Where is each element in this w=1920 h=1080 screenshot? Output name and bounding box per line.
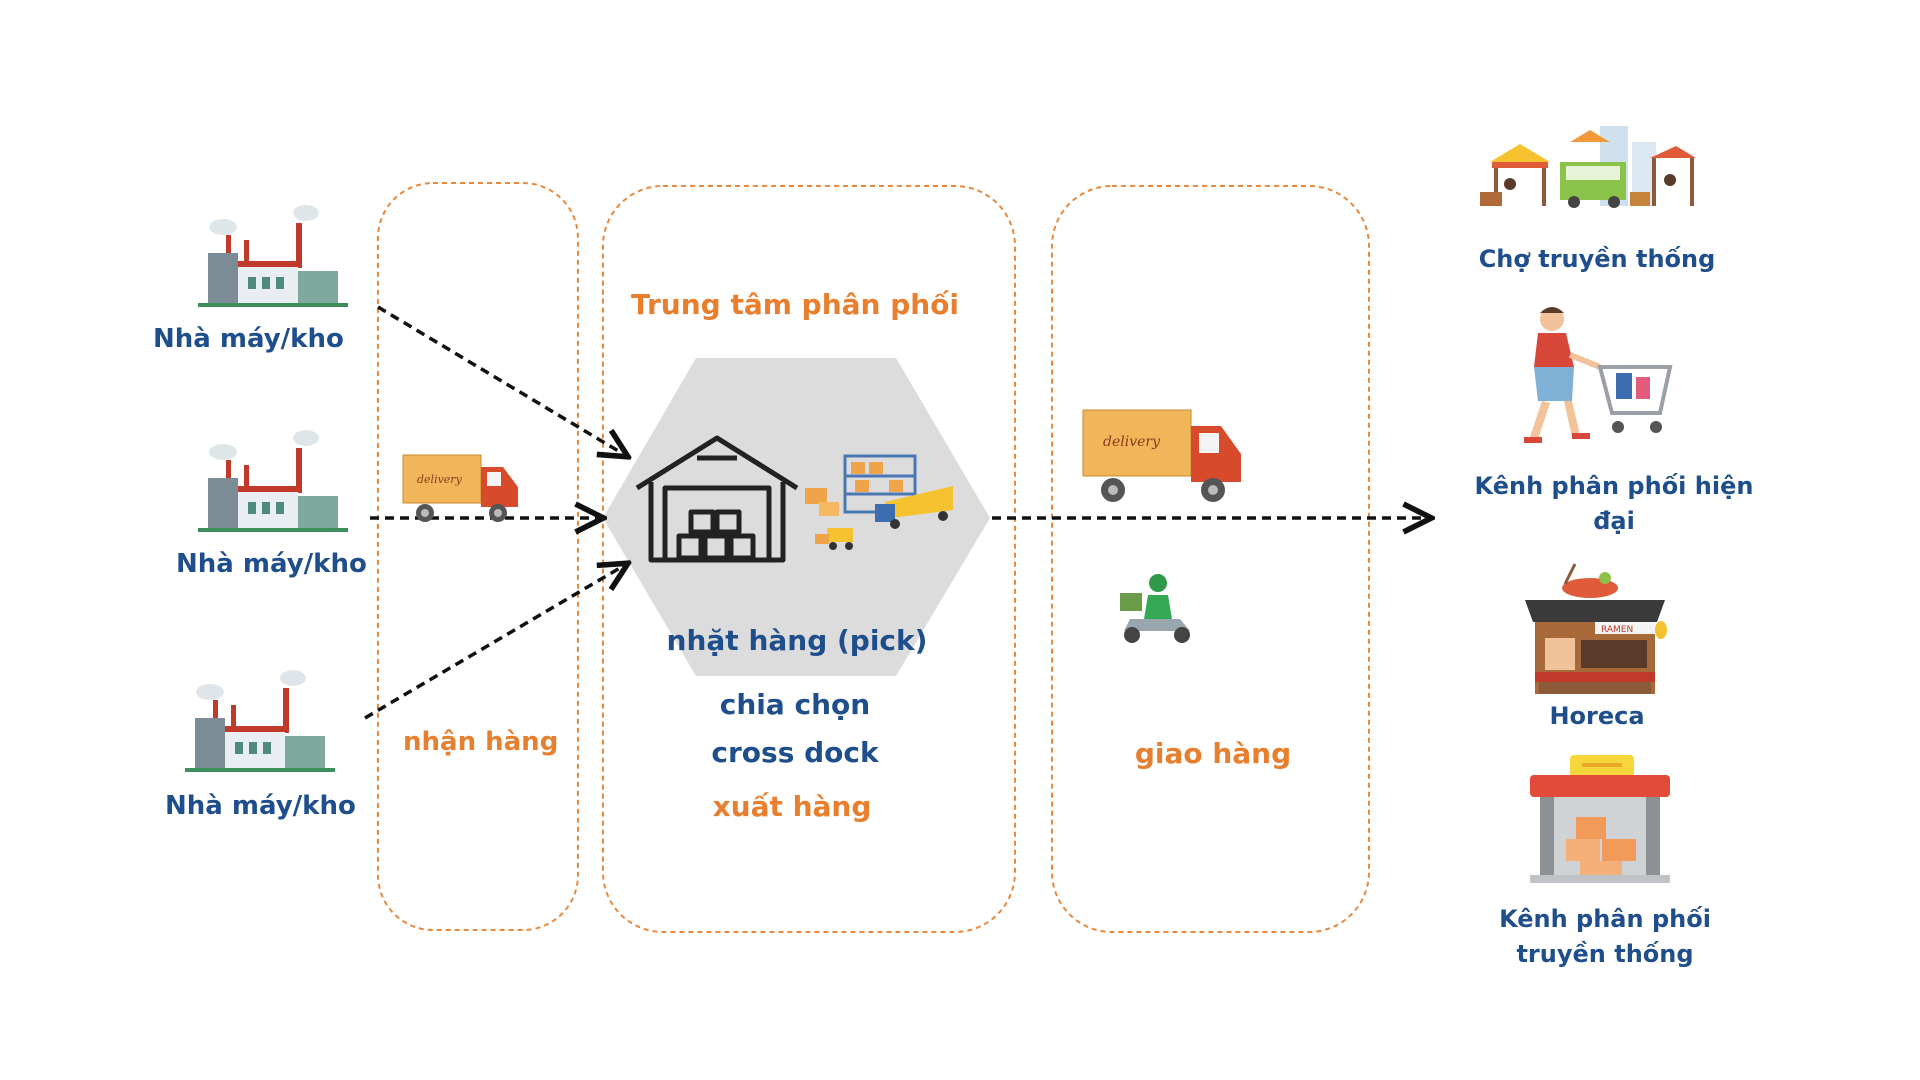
delivery-truck-icon: delivery	[402, 454, 518, 522]
step-pick: nhặt hàng (pick)	[666, 624, 928, 657]
receiving-label: nhận hàng	[403, 727, 559, 757]
delivery-label: giao hàng	[1134, 737, 1292, 770]
distribution-center-box	[602, 185, 1016, 933]
delivery-box	[1051, 185, 1370, 933]
market-stalls-icon	[1480, 126, 1696, 208]
step-dispatch: xuất hàng	[712, 790, 872, 823]
forklift-shelves-icon	[805, 454, 953, 550]
arrow-source1-to-center	[377, 305, 625, 455]
destination-label: Chợ truyền thống	[1478, 245, 1716, 273]
factory-icon	[198, 205, 348, 307]
motorbike-courier-icon	[1120, 574, 1190, 643]
arrow-source3-to-center	[364, 565, 625, 720]
destination-label: truyền thống	[1516, 940, 1694, 968]
destination-label: Kênh phân phối hiện	[1474, 472, 1754, 500]
truck-text: delivery	[417, 473, 463, 486]
shopping-cart-icon	[1524, 307, 1673, 443]
destination-label: đại	[1593, 507, 1635, 535]
step-cross-dock: cross dock	[711, 736, 879, 769]
destination-label: Horeca	[1549, 702, 1645, 730]
source-label: Nhà máy/kho	[165, 791, 356, 821]
step-sorting: chia chọn	[719, 688, 871, 721]
warehouse-icon	[635, 435, 799, 563]
factory-icon	[185, 670, 335, 772]
receiving-box	[377, 182, 579, 931]
svg-text:RAMEN: RAMEN	[1601, 625, 1633, 635]
destination-label: Kênh phân phối	[1499, 905, 1711, 933]
truck-text: delivery	[1103, 434, 1161, 450]
factory-icon	[198, 430, 348, 532]
store-icon	[1530, 755, 1670, 883]
delivery-truck-icon: delivery	[1082, 409, 1241, 502]
ramen-shop-icon: RAMEN	[1525, 563, 1667, 694]
source-label: Nhà máy/kho	[176, 549, 367, 579]
distribution-hexagon	[603, 358, 990, 676]
distribution-center-title: Trung tâm phân phối	[630, 288, 960, 321]
source-label: Nhà máy/kho	[153, 324, 344, 354]
